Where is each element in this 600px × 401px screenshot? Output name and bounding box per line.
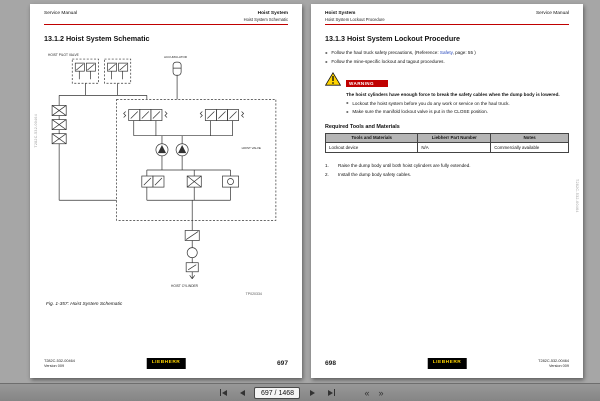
bullet-marker: ► — [346, 101, 350, 106]
last-page-icon — [327, 389, 333, 396]
vertical-doc-number: T282C-532-00464 — [575, 179, 579, 213]
view-history-icons: « » — [364, 388, 383, 398]
bullet-text-pre: Follow the haul truck safety precautions… — [331, 50, 440, 56]
schematic-drawing-number: TP020334 — [246, 292, 262, 296]
section-title: 13.1.2 Hoist System Schematic — [44, 34, 150, 44]
previous-page-icon — [239, 389, 245, 396]
bullet-text: Follow the haul truck safety precautions… — [331, 50, 475, 56]
warning-text: The hoist cylinders have enough force to… — [346, 92, 560, 98]
header-chapter: Hoist System — [257, 11, 288, 16]
viewer-toolbar: 697 / 1468 « » — [0, 383, 600, 401]
schematic-label-hoist-valve: HOIST VALVE — [242, 146, 261, 150]
previous-page-button[interactable] — [235, 387, 249, 399]
first-page-icon — [219, 389, 222, 396]
table-cell: N/A — [417, 142, 492, 153]
table-header-cell: Tools and Materials — [324, 132, 419, 144]
bullet-item: ► Follow the mine-specific lockout and t… — [325, 59, 569, 65]
warning-box: WARNING The hoist cylinders have enough … — [325, 71, 569, 115]
page-left: Service Manual Hoist System Hoist System… — [30, 4, 302, 378]
table-header-cell: Notes — [490, 132, 569, 144]
warning-bullet: ► Lockout the hoist system before you do… — [346, 101, 569, 107]
header-manual-name: Service Manual — [535, 11, 569, 16]
footer-doc-number: T282C-532-00464 — [44, 358, 75, 363]
last-page-button[interactable] — [324, 387, 338, 399]
header-section: Hoist System Lockout Procedure — [325, 16, 385, 22]
liebherr-logo: LIEBHERR — [146, 358, 186, 369]
page-right: Hoist System Hoist System Lockout Proced… — [311, 4, 583, 378]
schematic-label-cylinder: HOIST CYLINDER — [171, 284, 199, 288]
page-number: 697 — [276, 360, 288, 368]
warning-triangle-icon — [325, 71, 341, 86]
procedure-step: 2. Install the dump body safety cables. — [325, 172, 569, 178]
safety-link[interactable]: Safety — [439, 50, 453, 56]
tools-heading: Required Tools and Materials — [325, 124, 400, 131]
header-chapter: Hoist System — [325, 11, 356, 16]
table-header-row: Tools and Materials Liebherr Part Number… — [324, 132, 569, 144]
section-title: 13.1.3 Hoist System Lockout Procedure — [325, 34, 461, 44]
next-page-button[interactable] — [305, 387, 319, 399]
header-divider — [325, 24, 569, 26]
table-header-cell: Liebherr Part Number — [417, 132, 492, 144]
schematic-figure: HOIST PILOT VALVE ACCUMULATOR HOIST VALV… — [46, 49, 286, 299]
warning-bullet-text: Make sure the manifold lockout valve is … — [352, 108, 488, 114]
warning-bullet-text: Lockout the hoist system before you do a… — [352, 100, 510, 106]
page-header: Hoist System Hoist System Lockout Proced… — [311, 4, 583, 22]
tools-table: Tools and Materials Liebherr Part Number… — [324, 132, 569, 153]
hoist-schematic-svg: HOIST PILOT VALVE ACCUMULATOR HOIST VALV… — [48, 53, 277, 296]
bullet-item: ► Follow the haul truck safety precautio… — [325, 50, 569, 56]
schematic-label-pilot-valve: HOIST PILOT VALVE — [48, 53, 80, 57]
header-manual-name: Service Manual — [44, 11, 78, 16]
page-footer: 698 LIEBHERR T282C-532-00464 Version 009 — [325, 358, 569, 369]
footer-version: Version 009 — [44, 363, 65, 368]
header-section: Hoist System Schematic — [243, 16, 288, 22]
table-cell: Lockout device — [324, 142, 419, 153]
bullet-text: Follow the mine-specific lockout and tag… — [331, 58, 445, 64]
page-navigation: 697 / 1468 — [216, 386, 338, 399]
procedure-step: 1. Raise the dump body until both hoist … — [325, 163, 569, 169]
warning-bullet: ► Make sure the manifold lockout valve i… — [346, 109, 569, 115]
header-divider — [44, 24, 288, 26]
next-page-icon — [309, 389, 315, 396]
footer-doc-number: T282C-532-00464 — [538, 358, 569, 363]
bullet-marker: ► — [346, 109, 350, 114]
step-number: 1. — [325, 162, 329, 168]
bullet-marker: ► — [325, 50, 329, 55]
page-indicator-input[interactable]: 697 / 1468 — [254, 386, 301, 399]
page-footer: T282C-532-00464 Version 009 LIEBHERR 697 — [44, 358, 288, 369]
table-row: Lockout device N/A Commercially availabl… — [324, 142, 569, 153]
step-text: Install the dump body safety cables. — [338, 172, 412, 178]
warning-title: WARNING — [346, 79, 389, 87]
liebherr-logo: LIEBHERR — [427, 358, 467, 369]
footer-version: Version 009 — [548, 363, 569, 368]
next-view-icon[interactable]: » — [378, 387, 384, 398]
previous-view-icon[interactable]: « — [364, 387, 370, 398]
bullet-text-post: , page: 55 ) — [452, 50, 476, 56]
step-number: 2. — [325, 172, 329, 178]
bullet-marker: ► — [325, 59, 329, 64]
page-header: Service Manual Hoist System Hoist System… — [30, 4, 302, 22]
page-number: 698 — [325, 360, 337, 368]
table-cell: Commercially available — [490, 142, 569, 153]
figure-caption: Fig. 1-357: Hoist System Schematic — [46, 302, 123, 308]
vertical-doc-number: T282C-532-00464 — [34, 114, 38, 148]
step-text: Raise the dump body until both hoist cyl… — [338, 162, 471, 168]
first-page-button[interactable] — [216, 387, 230, 399]
schematic-label-accumulator: ACCUMULATOR — [164, 55, 188, 59]
